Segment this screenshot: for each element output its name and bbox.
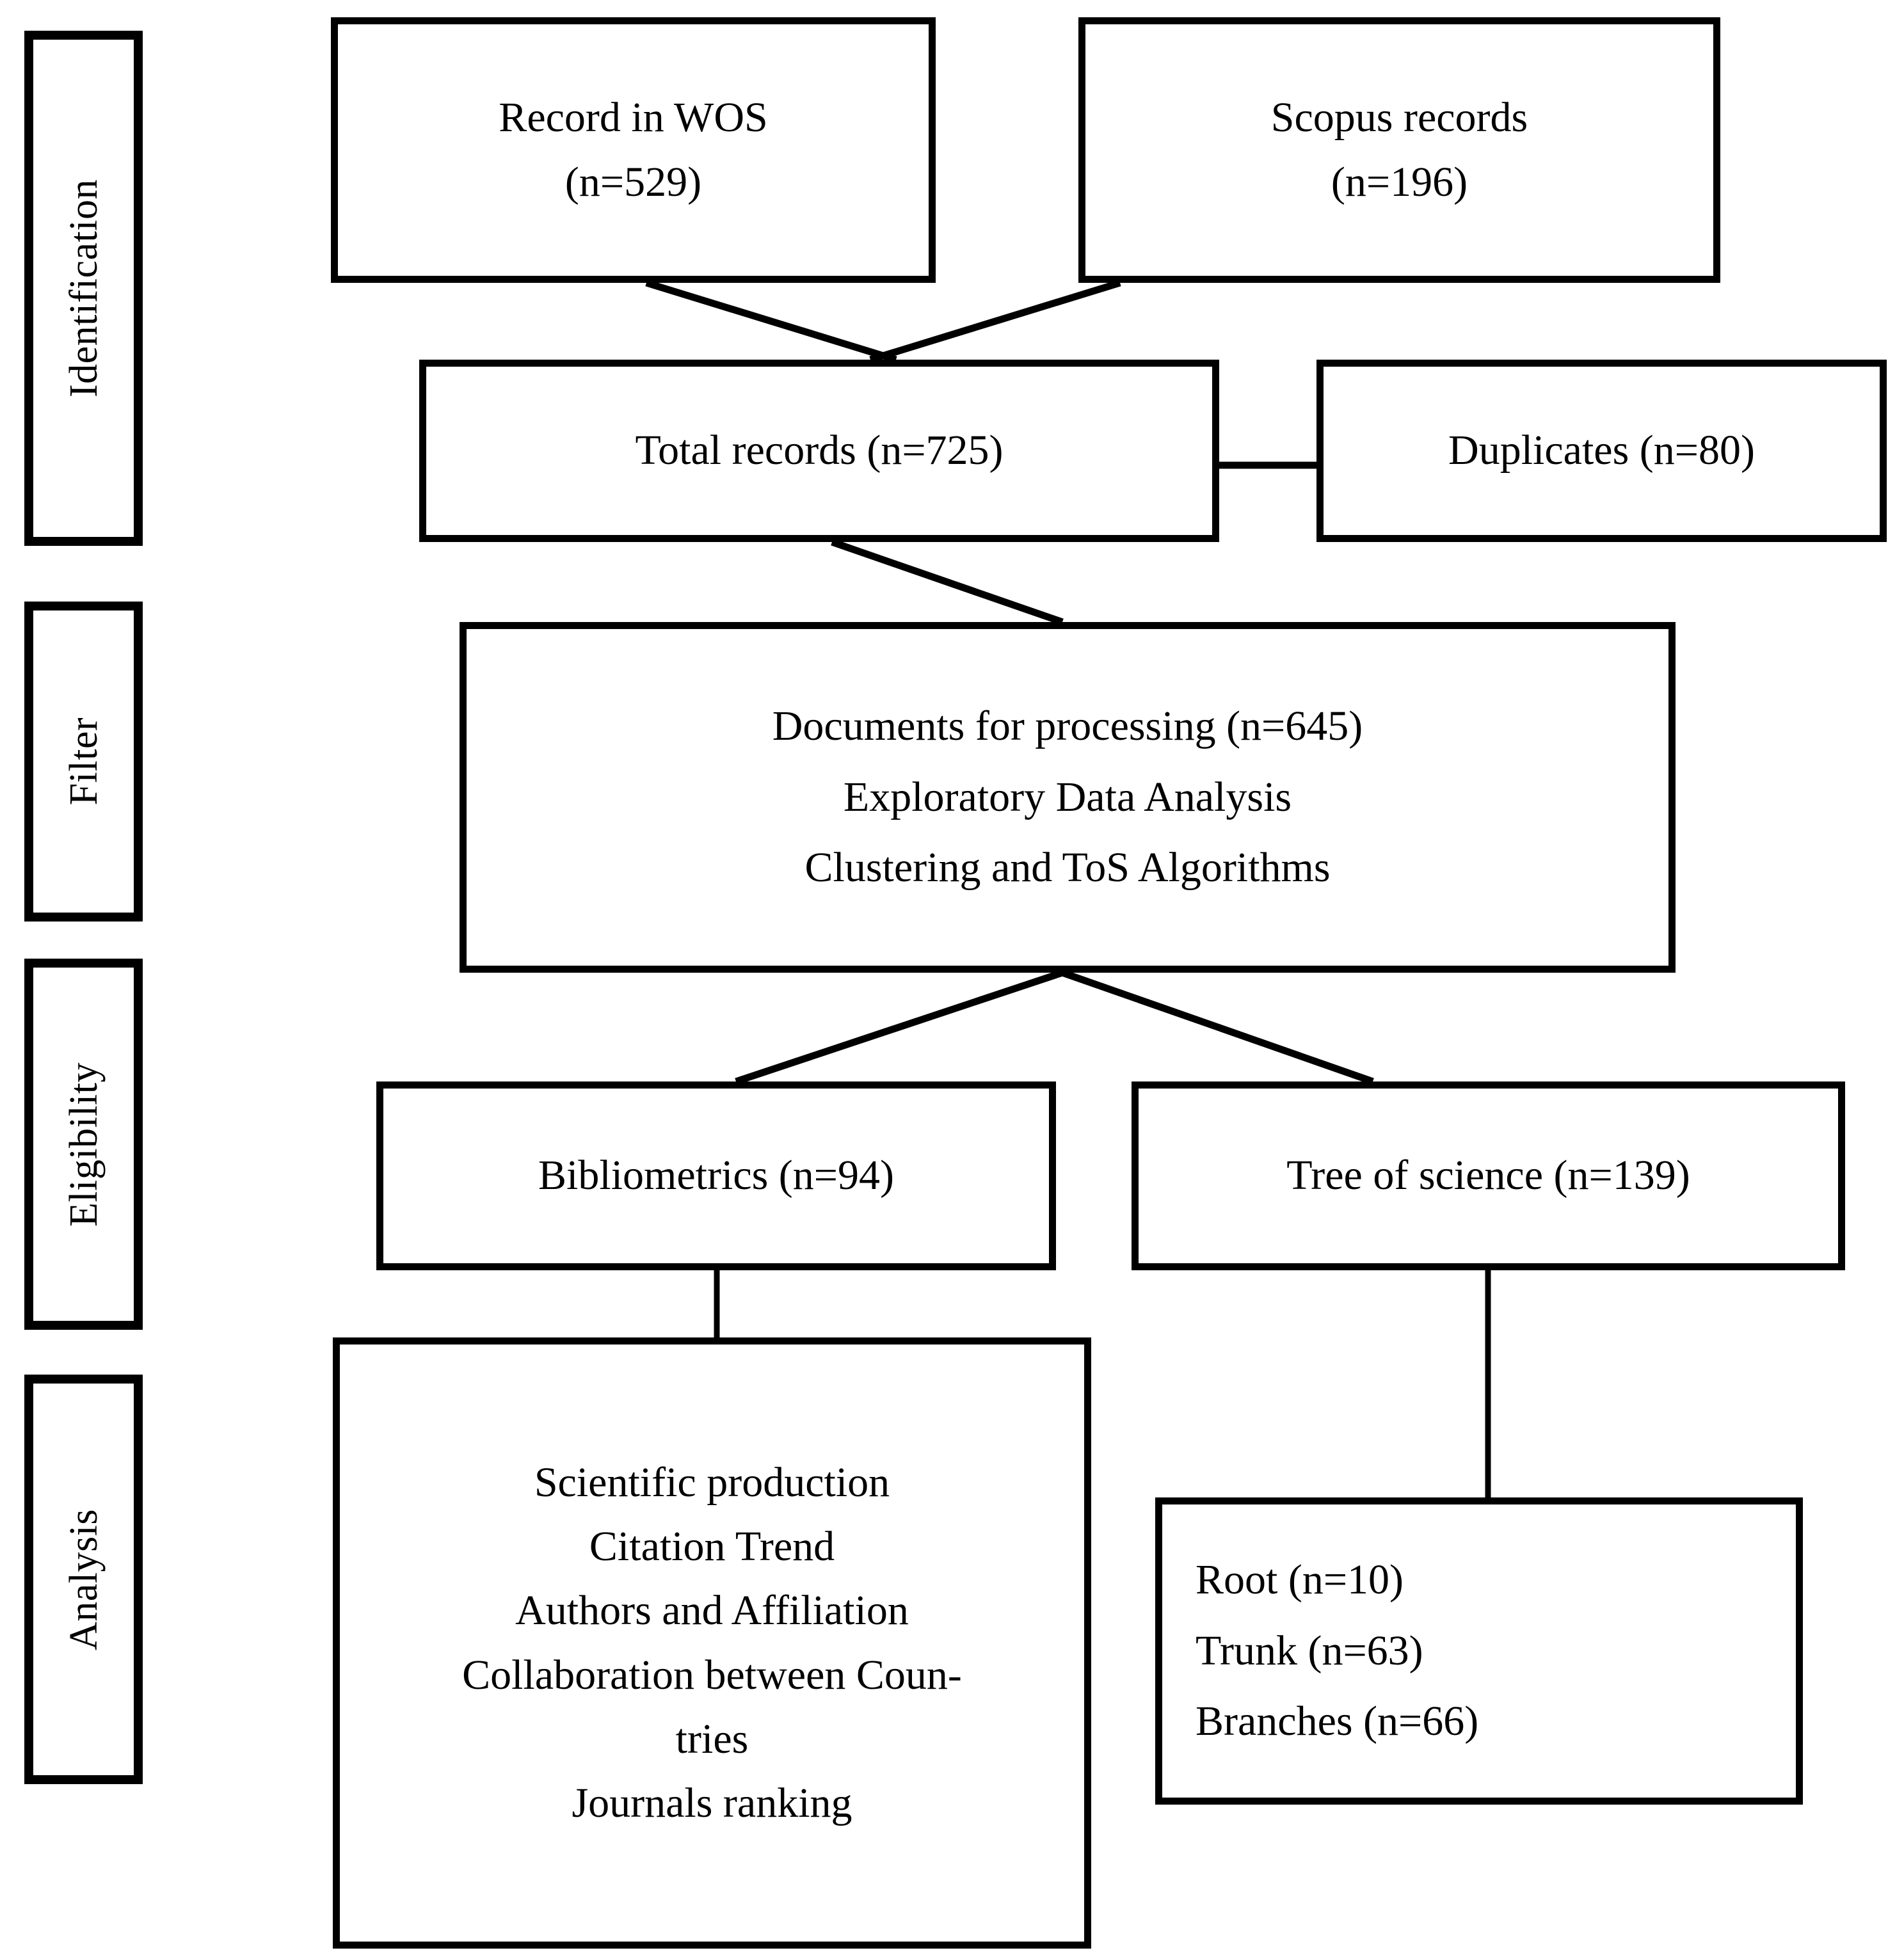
node-tree-of-science: Tree of science (n=139)	[1132, 1081, 1845, 1270]
node-record-in-wos-line2: (n=529)	[564, 158, 702, 205]
node-scopus-records-line1: Scopus records	[1270, 94, 1528, 141]
stage-label-filter: Filter	[24, 602, 143, 922]
node-tos-parts-line3: Branches (n=66)	[1196, 1698, 1479, 1745]
node-tos-parts-line1: Root (n=10)	[1196, 1556, 1404, 1603]
node-bibliometrics: Bibliometrics (n=94)	[376, 1081, 1056, 1270]
node-bibliometric-analyses-line2: Citation Trend	[589, 1522, 835, 1570]
node-record-in-wos: Record in WOS (n=529)	[331, 17, 936, 283]
node-duplicates: Duplicates (n=80)	[1316, 360, 1887, 542]
stage-label-identification-text: Identification	[61, 179, 106, 397]
node-documents-for-processing-line2: Exploratory Data Analysis	[843, 773, 1292, 820]
node-documents-for-processing-line1: Documents for processing (n=645)	[772, 702, 1363, 749]
node-tree-of-science-line1: Tree of science (n=139)	[1286, 1152, 1690, 1199]
node-bibliometric-analyses: Scientific production Citation Trend Aut…	[333, 1337, 1091, 1949]
stage-label-eligibility-text: Eligibility	[61, 1062, 106, 1227]
node-bibliometric-analyses-line3: Authors and Affiliation	[515, 1587, 909, 1634]
node-total-records: Total records (n=725)	[419, 360, 1219, 542]
stage-label-filter-text: Filter	[61, 717, 106, 806]
node-bibliometric-analyses-line4: Collaboration between Coun-	[462, 1651, 962, 1698]
node-bibliometrics-line1: Bibliometrics (n=94)	[538, 1152, 894, 1199]
node-documents-for-processing-line3: Clustering and ToS Algorithms	[804, 844, 1331, 891]
stage-label-eligibility: Eligibility	[24, 959, 143, 1330]
node-duplicates-line1: Duplicates (n=80)	[1448, 427, 1755, 474]
stage-label-analysis-text: Analysis	[61, 1508, 106, 1650]
node-tos-parts-line2: Trunk (n=63)	[1196, 1627, 1423, 1674]
node-bibliometric-analyses-line6: Journals ranking	[572, 1780, 852, 1827]
node-total-records-line1: Total records (n=725)	[635, 427, 1004, 474]
stage-label-identification: Identification	[24, 31, 143, 546]
node-scopus-records: Scopus records (n=196)	[1078, 17, 1720, 283]
stage-label-analysis: Analysis	[24, 1375, 143, 1784]
node-scopus-records-line2: (n=196)	[1331, 158, 1468, 205]
node-tos-parts: Root (n=10) Trunk (n=63) Branches (n=66)	[1155, 1497, 1803, 1805]
node-documents-for-processing: Documents for processing (n=645) Explora…	[460, 622, 1676, 973]
node-bibliometric-analyses-line1: Scientific production	[534, 1458, 890, 1506]
node-record-in-wos-line1: Record in WOS	[499, 94, 768, 141]
node-bibliometric-analyses-line5: tries	[675, 1715, 749, 1762]
